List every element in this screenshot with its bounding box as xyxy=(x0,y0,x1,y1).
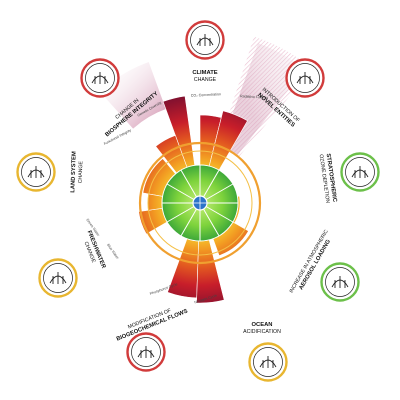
title-climate-light: CHANGE xyxy=(194,77,217,83)
title-ocean-bold: OCEAN xyxy=(252,322,273,328)
safe-boundary-circle xyxy=(147,150,253,256)
earth-grid xyxy=(193,196,207,210)
climate-icon xyxy=(185,20,225,60)
freshwater-icon xyxy=(38,258,78,298)
biogeo-phosphorus-wedge xyxy=(167,238,199,299)
biosphere-icon xyxy=(80,58,120,98)
sub-label-nitrogen: Nitrogen Cycle xyxy=(194,294,218,305)
sub-label-co2: CO₂ Concentration xyxy=(191,92,221,98)
sub-label-radiative: Radiative Forcing xyxy=(240,94,268,99)
sub-label-blue_water: Blue Water xyxy=(106,243,120,260)
safe-operating-space xyxy=(161,164,239,242)
zone-of-increasing-risk-circle xyxy=(138,141,262,265)
freshwater-blue-wedge xyxy=(147,193,163,211)
boundary-icons xyxy=(16,20,380,382)
title-ocean-light: ACIDIFICATION xyxy=(243,329,281,335)
title-land-light: CHANGE xyxy=(78,160,85,183)
title-land-bold: LAND SYSTEM xyxy=(70,151,77,193)
aerosol-icon xyxy=(320,262,360,302)
title-climate-bold: CLIMATE xyxy=(192,70,217,76)
ozone-icon xyxy=(340,152,380,192)
land-system-icon xyxy=(16,152,56,192)
biogeochemical-icon xyxy=(126,332,166,372)
novel-entities-icon xyxy=(285,58,325,98)
ocean-icon xyxy=(248,342,288,382)
